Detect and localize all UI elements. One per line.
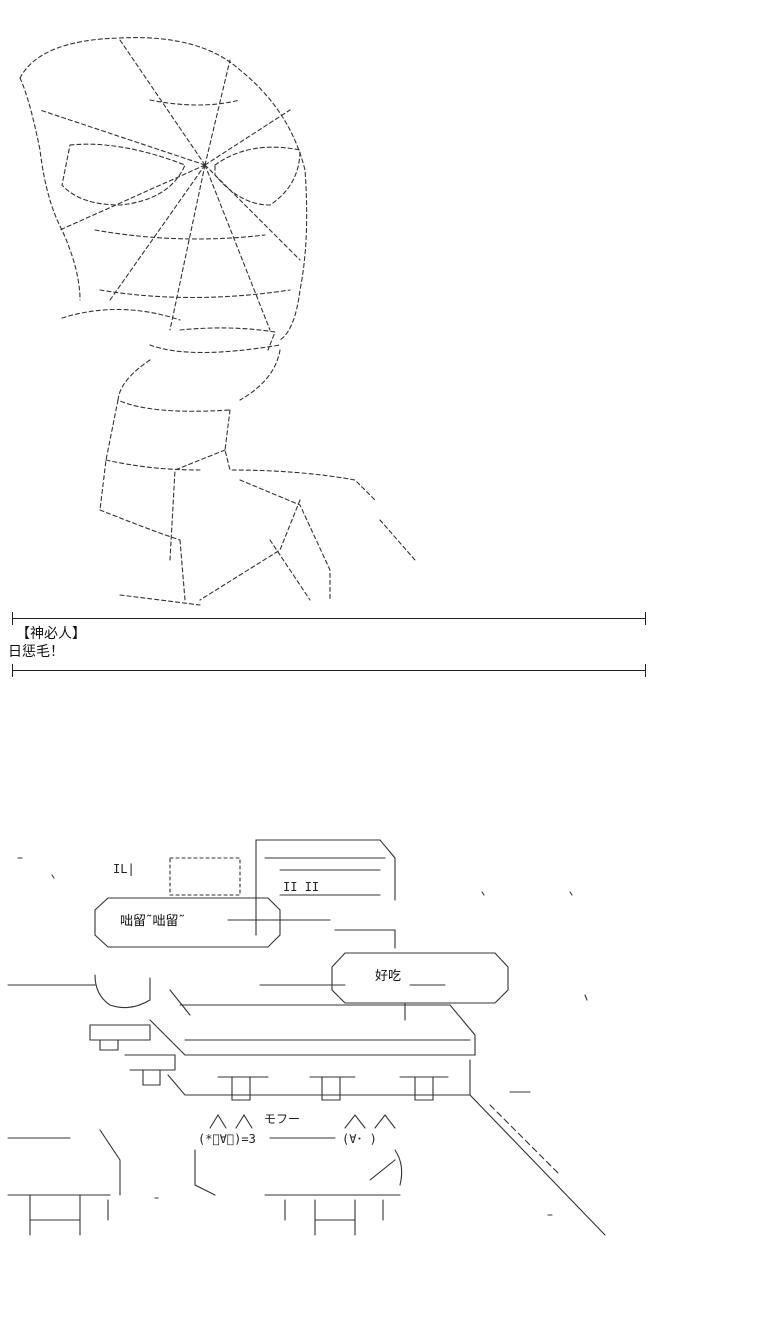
rule-endcap-right xyxy=(645,664,646,677)
dialog-box: 【神必人】 日惩毛！ xyxy=(8,612,652,677)
dialog-bottom-rule xyxy=(12,664,646,677)
rule-endcap-left xyxy=(12,664,13,677)
bubble-left-text: 咄留˜咄留˜ xyxy=(120,914,186,929)
stall-sign: IL| xyxy=(113,862,135,876)
dialog-line: 日惩毛！ xyxy=(8,644,64,660)
shop-lettering: II II xyxy=(283,880,320,894)
spiderman-mask-drawing xyxy=(19,37,416,606)
bubble-right-text: 好吃 xyxy=(375,969,402,984)
rule-endcap-right xyxy=(645,612,646,625)
cat-right-face: (∀･ ) xyxy=(342,1132,377,1146)
rule-endcap-left xyxy=(12,612,13,625)
cat-sound-text: モフー xyxy=(264,1112,301,1126)
speaker-name: 【神必人】 xyxy=(16,626,86,642)
cat-left-face: (*ﾟ∀ﾟ)=3 xyxy=(198,1132,256,1146)
dialog-top-rule xyxy=(12,612,646,625)
